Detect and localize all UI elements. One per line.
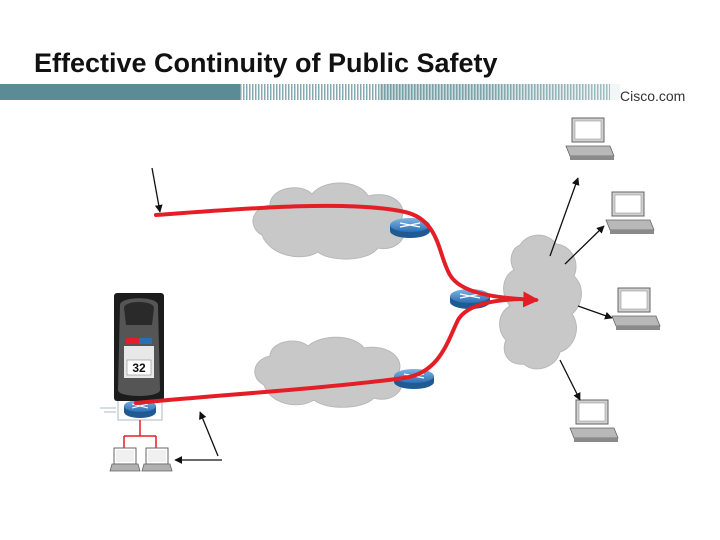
cloud-icon (254, 336, 403, 408)
vehicle-unit-number: 32 (132, 361, 146, 375)
router-icon (390, 218, 430, 238)
workstation-icon (605, 191, 655, 234)
redundant-traffic-path (134, 203, 540, 405)
cloud-icon (499, 234, 582, 370)
laptop-icon (141, 447, 173, 472)
laptop-icon (109, 447, 141, 472)
workstation-icon (569, 399, 619, 442)
annotation-arrows (151, 167, 613, 464)
vehicle-lan-lines (123, 420, 157, 448)
workstation-icon (565, 117, 615, 160)
police-car-icon: 32 (114, 293, 164, 401)
header-bar (0, 84, 620, 100)
cloud-icon (252, 182, 405, 260)
brand-logo: Cisco.com (620, 88, 686, 104)
workstation-icon (611, 287, 661, 330)
slide-title: Effective Continuity of Public Safety (34, 48, 498, 78)
